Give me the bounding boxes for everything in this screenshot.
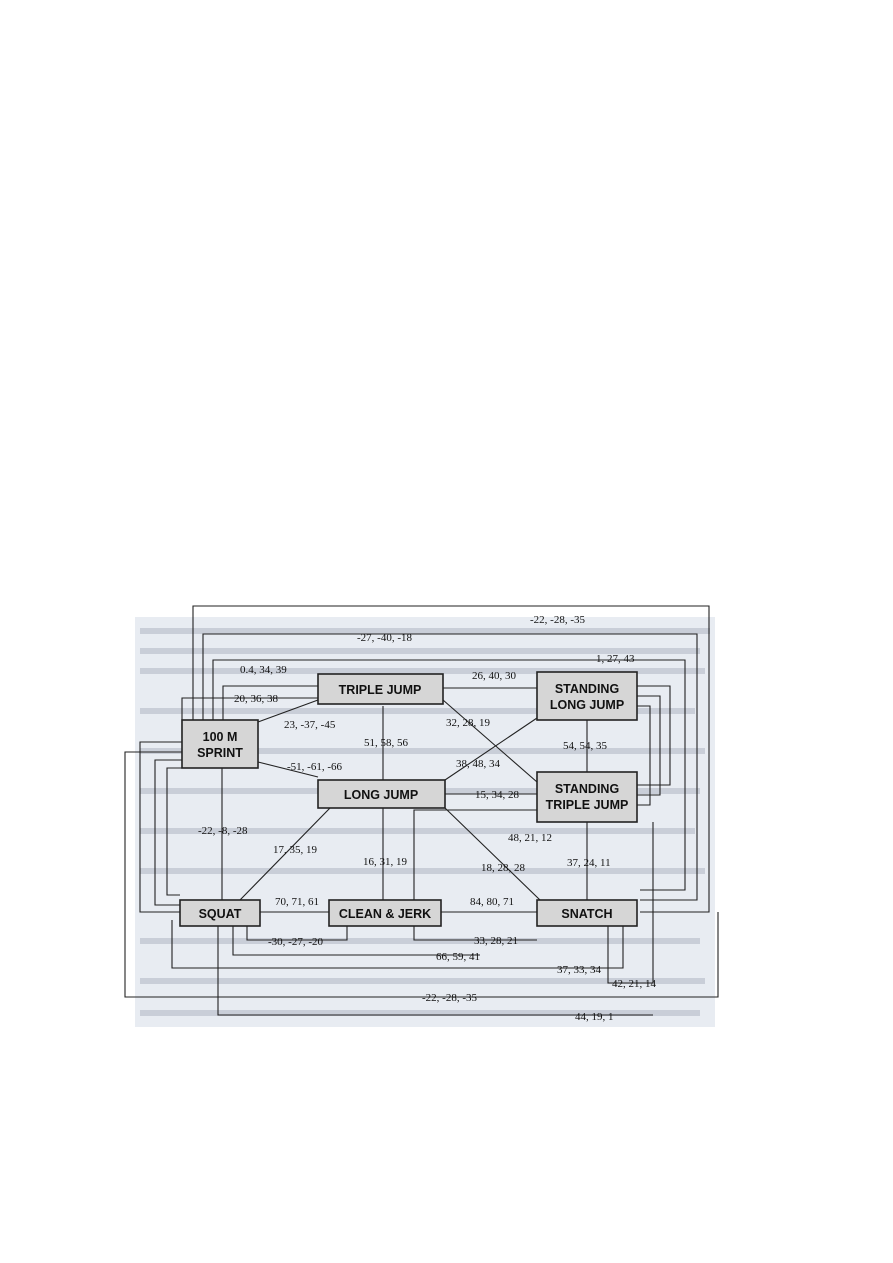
node-squat-label: SQUAT	[199, 907, 242, 921]
label-lj-cj: 16, 31, 19	[363, 856, 408, 868]
label-lj-stj: 15, 34, 28	[475, 789, 520, 801]
connector-cj-bottom	[413, 926, 537, 941]
label-bottom-last: 44, 19, 1	[575, 1011, 614, 1023]
label-sprint-squat: -22, -8, -28	[198, 825, 248, 837]
label-squat-cj: 70, 71, 61	[275, 896, 319, 908]
label-top-outer: -22, -28, -35	[530, 614, 585, 626]
label-bottom-a: 66, 59, 41	[436, 951, 480, 963]
label-slj-stj: 54, 54, 35	[563, 740, 608, 752]
node-clean-and-jerk-label: CLEAN & JERK	[339, 907, 431, 921]
edge-labels: -22, -28, -35 -27, -40, -18 1, 27, 43 0.…	[198, 614, 657, 1023]
connector-left-loop-3	[154, 759, 182, 906]
node-clean-and-jerk: CLEAN & JERK	[328, 899, 442, 927]
node-standing-triple-jump-label-1: STANDING	[555, 782, 619, 796]
label-top-second: -27, -40, -18	[357, 632, 412, 644]
label-cj-snatch: 84, 80, 71	[470, 896, 514, 908]
connector-left-loop-1	[124, 751, 719, 998]
node-squat: SQUAT	[179, 899, 261, 927]
node-100m-sprint: 100 M SPRINT	[181, 719, 259, 769]
connector-left-loop-4	[166, 767, 182, 896]
node-snatch: SNATCH	[536, 899, 638, 927]
node-100m-sprint-label-2: SPRINT	[197, 746, 243, 760]
connector-sprint-tj-diag	[257, 699, 319, 723]
label-stj-cj: 48, 21, 12	[508, 832, 552, 844]
label-sprint-diag: 23, -37, -45	[284, 719, 336, 731]
label-tj-lj: 51, 58, 56	[364, 737, 409, 749]
connector-right-slj-stj-2	[637, 695, 661, 796]
connector-slj-lj-cross	[444, 717, 538, 781]
label-bottom-c: 42, 21, 14	[612, 978, 657, 990]
label-sprint-lj: -51, -61, -66	[287, 761, 342, 773]
node-standing-long-jump-label-2: LONG JUMP	[550, 698, 624, 712]
connector-lines	[124, 605, 719, 1016]
connector-lj-squat	[239, 807, 331, 901]
connector-sprint-lj-diag	[257, 761, 319, 778]
connector-bottom-c	[607, 822, 654, 984]
connector-squat-bottom	[246, 926, 348, 941]
label-sprint-top: 0.4, 34, 39	[240, 664, 287, 676]
connector-bottom-a	[232, 926, 480, 956]
label-sprint-tj: 20, 36, 38	[234, 693, 279, 705]
label-top-third: 1, 27, 43	[596, 653, 635, 665]
node-triple-jump: TRIPLE JUMP	[317, 673, 444, 705]
node-long-jump: LONG JUMP	[317, 779, 446, 809]
node-standing-triple-jump: STANDING TRIPLE JUMP	[536, 771, 638, 823]
node-long-jump-label: LONG JUMP	[344, 788, 418, 802]
node-snatch-label: SNATCH	[561, 907, 612, 921]
connector-tj-stj-cross	[442, 699, 538, 783]
label-cj-bottom: 33, 28, 21	[474, 935, 518, 947]
node-triple-jump-label: TRIPLE JUMP	[339, 683, 422, 697]
label-cross-center: 38, 48, 34	[456, 758, 501, 770]
connector-stj-cj	[413, 809, 537, 900]
label-bottom-b: 37, 33, 34	[557, 964, 602, 976]
node-standing-long-jump-label-1: STANDING	[555, 682, 619, 696]
connector-right-slj-stj-1	[637, 685, 671, 786]
node-standing-triple-jump-label-2: TRIPLE JUMP	[546, 798, 629, 812]
label-lj-snatch: 18, 28, 28	[481, 862, 526, 874]
connector-third-top	[212, 659, 686, 891]
connector-bottom-last	[217, 926, 653, 1016]
connector-right-slj-stj-3	[637, 705, 651, 806]
connector-second-top	[202, 633, 698, 901]
label-lj-squat: 17, 35, 19	[273, 844, 318, 856]
connector-left-loop-2	[139, 741, 182, 913]
label-stj-snatch: 37, 24, 11	[567, 857, 611, 869]
node-100m-sprint-label-1: 100 M	[203, 730, 238, 744]
label-bottom-outer: -22, -28, -35	[422, 992, 477, 1004]
connector-lj-snatch	[444, 807, 541, 901]
connector-bottom-b	[171, 920, 624, 969]
connector-sprint-tj-2	[181, 697, 318, 738]
label-tj-slj: 26, 40, 30	[472, 670, 517, 682]
label-tj-cross: 32, 28, 19	[446, 717, 491, 729]
label-squat-bottom: -30, -27, -20	[268, 936, 323, 948]
node-standing-long-jump: STANDING LONG JUMP	[536, 671, 638, 721]
connector-outer-top	[192, 605, 710, 913]
